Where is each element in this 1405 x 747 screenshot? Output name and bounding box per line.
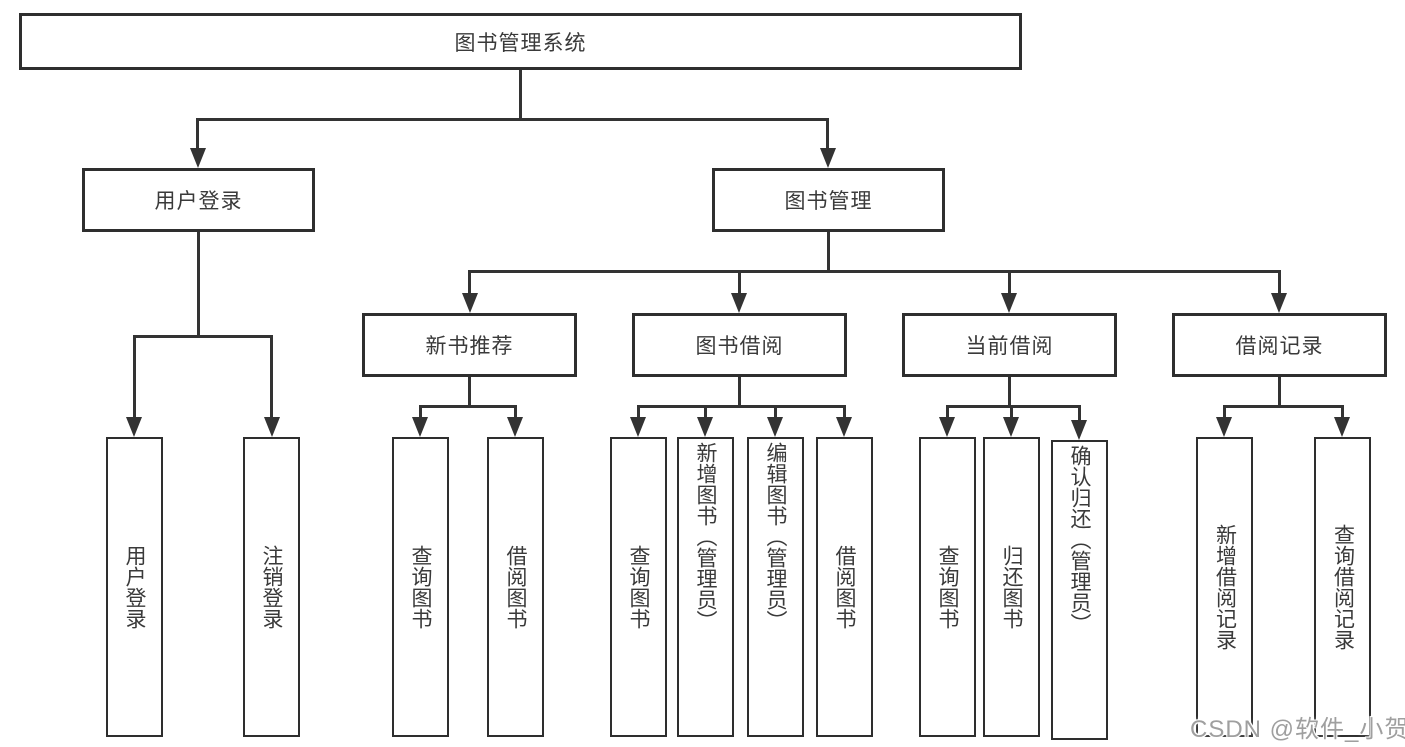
connector-line <box>637 405 640 419</box>
connector-line <box>196 118 199 150</box>
node-borrowing-records: 借阅记录 <box>1172 313 1387 377</box>
node-current-borrowing: 当前借阅 <box>902 313 1117 377</box>
arrow-down-icon <box>1003 417 1019 437</box>
arrow-down-icon <box>1216 417 1232 437</box>
node-new-book-recommendation: 新书推荐 <box>362 313 577 377</box>
leaf-label: 编辑图书（管理员） <box>764 442 787 631</box>
leaf-label: 查询图书 <box>409 545 432 629</box>
connector-line <box>1223 405 1226 419</box>
connector-line <box>1008 377 1011 408</box>
node-label: 当前借阅 <box>965 335 1054 358</box>
connector-line <box>468 270 471 295</box>
connector-line <box>704 405 707 419</box>
leaf-edit-book-admin: 编辑图书（管理员） <box>747 437 804 737</box>
arrow-down-icon <box>767 417 783 437</box>
connector-line <box>133 335 273 338</box>
connector-line <box>1278 377 1281 408</box>
arrow-down-icon <box>126 417 142 437</box>
node-label: 借阅记录 <box>1235 335 1324 358</box>
connector-line <box>738 270 741 295</box>
leaf-label: 查询图书 <box>936 545 959 629</box>
leaf-confirm-return-admin: 确认归还（管理员） <box>1051 440 1108 740</box>
connector-line <box>1278 270 1281 295</box>
arrow-down-icon <box>1334 417 1350 437</box>
connector-line <box>826 118 829 150</box>
leaf-label: 确认归还（管理员） <box>1068 445 1091 634</box>
arrow-down-icon <box>820 148 836 168</box>
connector-line <box>843 405 846 419</box>
connector-line <box>419 405 517 408</box>
connector-line <box>196 118 829 121</box>
leaf-borrow-books-recommend: 借阅图书 <box>487 437 544 737</box>
connector-line <box>468 377 471 408</box>
leaf-label: 新增借阅记录 <box>1213 524 1237 650</box>
connector-line <box>514 405 517 419</box>
connector-line <box>827 232 830 273</box>
arrow-down-icon <box>507 417 523 437</box>
connector-line <box>738 377 741 408</box>
leaf-label: 查询借阅记录 <box>1331 524 1355 650</box>
arrow-down-icon <box>190 148 206 168</box>
leaf-query-books-current: 查询图书 <box>919 437 976 737</box>
connector-line <box>133 335 136 419</box>
connector-line <box>1010 405 1013 419</box>
connector-line <box>946 405 1081 408</box>
leaf-add-book-admin: 新增图书（管理员） <box>677 437 734 737</box>
node-book-borrowing: 图书借阅 <box>632 313 847 377</box>
leaf-label: 查询图书 <box>627 545 650 629</box>
connector-line <box>1008 270 1011 295</box>
arrow-down-icon <box>1271 293 1287 313</box>
connector-line <box>270 335 273 419</box>
connector-line <box>197 232 200 338</box>
arrow-down-icon <box>264 417 280 437</box>
node-label: 图书管理系统 <box>454 31 587 55</box>
leaf-label: 用户登录 <box>123 545 146 629</box>
leaf-label: 归还图书 <box>1000 545 1023 629</box>
arrow-down-icon <box>697 417 713 437</box>
leaf-label: 新增图书（管理员） <box>694 442 717 631</box>
node-user-login: 用户登录 <box>82 168 315 232</box>
connector-line <box>637 405 846 408</box>
arrow-down-icon <box>412 417 428 437</box>
arrow-down-icon <box>462 293 478 313</box>
leaf-query-borrow-record: 查询借阅记录 <box>1314 437 1371 737</box>
connector-line <box>774 405 777 419</box>
leaf-query-books-borrowing: 查询图书 <box>610 437 667 737</box>
arrow-down-icon <box>1001 293 1017 313</box>
connector-line <box>419 405 422 419</box>
leaf-label: 借阅图书 <box>833 545 856 629</box>
connector-line <box>519 70 522 120</box>
leaf-borrow-books-borrowing: 借阅图书 <box>816 437 873 737</box>
leaf-user-login: 用户登录 <box>106 437 163 737</box>
arrow-down-icon <box>939 417 955 437</box>
leaf-label: 注销登录 <box>260 545 283 629</box>
node-book-management: 图书管理 <box>712 168 945 232</box>
node-label: 图书借阅 <box>695 335 784 358</box>
connector-line <box>1223 405 1344 408</box>
node-label: 用户登录 <box>154 190 243 213</box>
arrow-down-icon <box>630 417 646 437</box>
connector-line <box>468 270 1281 273</box>
connector-line <box>946 405 949 419</box>
node-library-management-system: 图书管理系统 <box>19 13 1022 70</box>
watermark-text: CSDN @软件_小贺同学 <box>1190 716 1405 743</box>
connector-line <box>1078 405 1081 422</box>
node-label: 图书管理 <box>784 190 873 213</box>
connector-line <box>1341 405 1344 419</box>
leaf-label: 借阅图书 <box>504 545 527 629</box>
leaf-add-borrow-record: 新增借阅记录 <box>1196 437 1253 737</box>
node-label: 新书推荐 <box>425 335 514 358</box>
leaf-logout: 注销登录 <box>243 437 300 737</box>
arrow-down-icon <box>731 293 747 313</box>
arrow-down-icon <box>1071 420 1087 440</box>
leaf-query-books-recommend: 查询图书 <box>392 437 449 737</box>
arrow-down-icon <box>836 417 852 437</box>
leaf-return-books: 归还图书 <box>983 437 1040 737</box>
